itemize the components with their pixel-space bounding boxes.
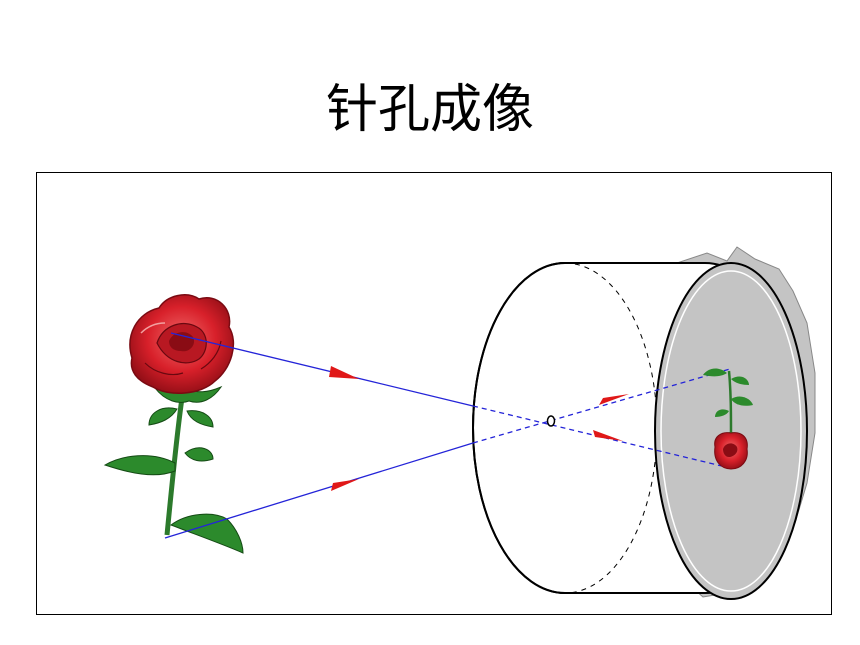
rose-leaf bbox=[186, 410, 214, 428]
light-rays bbox=[164, 332, 731, 539]
diagram-frame bbox=[36, 172, 832, 615]
pinhole-icon bbox=[546, 415, 556, 427]
ray-bottom bbox=[164, 442, 474, 539]
pinhole-diagram bbox=[103, 246, 816, 600]
page-title: 针孔成像 bbox=[325, 80, 534, 140]
ray-arrow bbox=[331, 479, 359, 491]
rose-leaf bbox=[169, 513, 244, 554]
camera-box-icon bbox=[472, 246, 816, 600]
rose-leaf bbox=[148, 407, 178, 426]
inverted-rose-icon bbox=[703, 368, 753, 470]
rose-leaf bbox=[184, 447, 214, 462]
ray-arrow bbox=[329, 366, 359, 379]
ray-arrow bbox=[593, 430, 623, 441]
rose-icon bbox=[103, 294, 244, 554]
ray-top bbox=[170, 332, 474, 407]
ray-arrow bbox=[599, 394, 629, 405]
rose-leaf bbox=[103, 455, 176, 476]
